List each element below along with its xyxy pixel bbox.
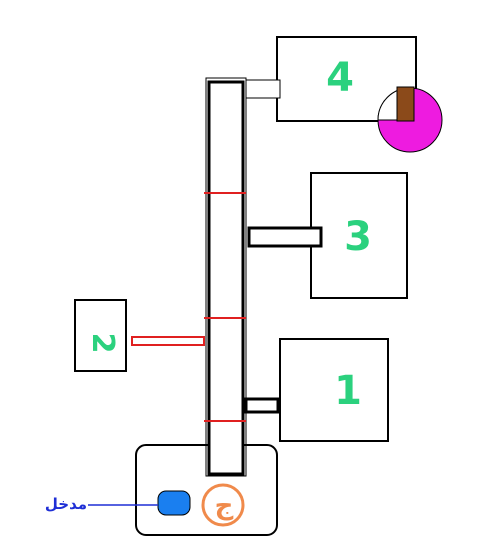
corridor-bottom [209,444,243,474]
entrance-label: مدخل [45,495,87,513]
room-3-box [310,172,408,299]
room-3-label: 3 [344,214,372,260]
room-4-connector [245,79,281,99]
room-4-label: 4 [326,55,354,101]
room-2-connector [131,336,205,346]
marker-circle [201,483,245,527]
room-1-box [279,338,389,442]
room-1-connector [244,397,280,414]
room-2-box [74,299,127,372]
corridor [207,80,245,476]
entrance-door [157,490,191,516]
brown-block [396,86,415,122]
room-2-label: 2 [85,333,120,354]
marker-label: ج [215,491,234,521]
room-1-label: 1 [334,368,362,414]
room-3-connector [247,226,323,248]
